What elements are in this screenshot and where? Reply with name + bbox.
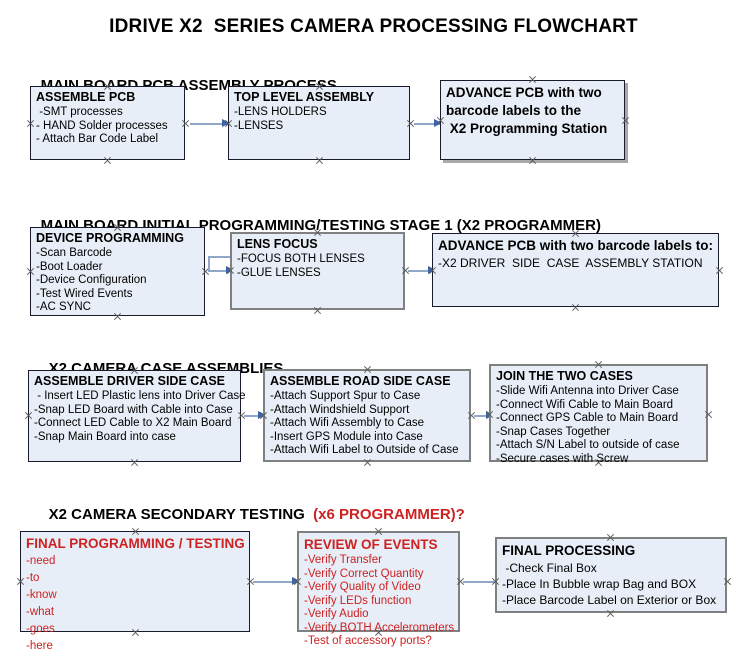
box-assemble-pcb[interactable]: ASSEMBLE PCB -SMT processes - HAND Solde… [30,86,185,160]
box-line: - Attach Bar Code Label [36,133,159,145]
box-line: -Connect Wifi Cable to Main Board [496,398,674,411]
box-title: ASSEMBLE DRIVER SIDE CASE [34,374,226,388]
box-line: -here [26,640,53,652]
box-line: X2 Programming Station [446,121,608,136]
box-line: -X2 DRIVER SIDE CASE ASSEMBLY STATION [438,256,703,270]
box-line: -Place In Bubble wrap Bag and BOX [502,577,697,591]
box-line: -Attach Wifi Assembly to Case [270,417,425,429]
box-title: TOP LEVEL ASSEMBLY [234,90,375,104]
box-line: -Snap Cases Together [496,425,611,438]
box-line: -Attach Wifi Label to Outside of Case [270,444,459,456]
box-device-programming[interactable]: DEVICE PROGRAMMING -Scan Barcode -Boot L… [30,227,205,316]
box-line: -Scan Barcode [36,247,113,259]
box-line: -goes [26,623,55,635]
box-line: -Device Configuration [36,274,147,286]
box-final-processing[interactable]: FINAL PROCESSING -Check Final Box -Place… [495,537,727,613]
arrow-connector [208,256,234,276]
box-title: JOIN THE TWO CASES [496,369,633,383]
box-line: -Verify Audio [304,608,369,620]
page-title: IDRIVE X2 SERIES CAMERA PROCESSING FLOWC… [109,16,638,37]
box-line: -Snap Main Board into case [34,430,176,443]
box-title: DEVICE PROGRAMMING [36,231,184,245]
box-line: -Attach S/N Label to outside of case [496,439,680,451]
box-line: -what [26,606,55,618]
box-line: -Insert GPS Module into Case [270,430,423,443]
box-line-overflow: -Test of accessory ports? [304,635,432,647]
box-line: -LENS HOLDERS [234,106,327,118]
box-line: -AC SYNC [36,301,91,313]
box-line: -Verify Quality of Video [304,581,421,593]
box-line: -Verify LEDs function [304,594,412,607]
box-line: -Check Final Box [502,561,597,575]
box-line: -GLUE LENSES [237,266,321,279]
box-line: -Verify BOTH Accelerometers [304,621,455,634]
box-title: LENS FOCUS [237,237,318,251]
box-line: - Insert LED Plastic lens into Driver Ca… [34,390,246,402]
box-line: -Connect GPS Cable to Main Board [496,412,679,424]
box-line: - HAND Solder processes [36,119,168,132]
section-heading-4: X2 CAMERA SECONDARY TESTING (x6 PROGRAMM… [32,489,465,540]
box-assemble-road-side-case[interactable]: ASSEMBLE ROAD SIDE CASE -Attach Support … [263,369,471,462]
box-line: -to [26,572,40,584]
box-line: -Attach Windshield Support [270,403,410,416]
box-assemble-driver-side-case[interactable]: ASSEMBLE DRIVER SIDE CASE - Insert LED P… [28,370,246,462]
box-line: -Verify Transfer [304,554,382,566]
box-line: -Attach Support Spur to Case [270,390,421,402]
box-line: -Boot Loader [36,260,103,273]
box-title: ADVANCE PCB with two barcode labels to: [438,238,714,253]
box-advance-pcb-driver-side-station[interactable]: ADVANCE PCB with two barcode labels to: … [432,233,719,307]
box-advance-pcb-programming-station[interactable]: ADVANCE PCB with two barcode labels to t… [440,80,625,160]
box-line: -Slide Wifi Antenna into Driver Case [496,385,679,397]
box-title: ASSEMBLE PCB [36,90,136,104]
box-title: REVIEW OF EVENTS [304,537,438,552]
arrow-connector [253,577,300,586]
box-line: -Test Wired Events [36,287,133,300]
box-title: FINAL PROGRAMMING / TESTING [26,536,245,551]
box-join-the-two-cases[interactable]: JOIN THE TWO CASES -Slide Wifi Antenna i… [489,364,708,465]
box-line: barcode labels to the [446,103,582,118]
box-line: -Snap LED Board with Cable into Case [34,403,233,416]
box-title: ASSEMBLE ROAD SIDE CASE [270,374,451,388]
box-title: FINAL PROCESSING [502,543,636,558]
box-lens-focus[interactable]: LENS FOCUS -FOCUS BOTH LENSES -GLUE LENS… [230,232,405,310]
box-line: -Place Barcode Label on Exterior or Box [502,593,717,607]
box-line: -SMT processes [36,106,123,118]
box-line: -know [26,589,57,601]
box-line: -Verify Correct Quantity [304,567,424,580]
arrow-connector [414,119,442,128]
section-heading-4-text: X2 CAMERA SECONDARY TESTING [48,506,314,523]
box-review-of-events[interactable]: REVIEW OF EVENTS -Verify Transfer -Verif… [297,531,460,647]
box-top-level-assembly[interactable]: TOP LEVEL ASSEMBLY -LENS HOLDERS -LENSES [228,86,410,160]
box-final-programming-testing[interactable]: FINAL PROGRAMMING / TESTING -need -to -k… [20,531,250,652]
box-line: -need [26,555,56,567]
box-title: ADVANCE PCB with two [446,85,602,100]
arrow-connector [190,119,230,128]
box-line: -Secure cases with Screw [496,452,629,465]
section-heading-4-red-text: (x6 PROGRAMMER)? [313,506,465,523]
box-line: -LENSES [234,119,284,132]
box-line: -FOCUS BOTH LENSES [237,253,365,265]
box-line: -Connect LED Cable to X2 Main Board [34,417,232,429]
